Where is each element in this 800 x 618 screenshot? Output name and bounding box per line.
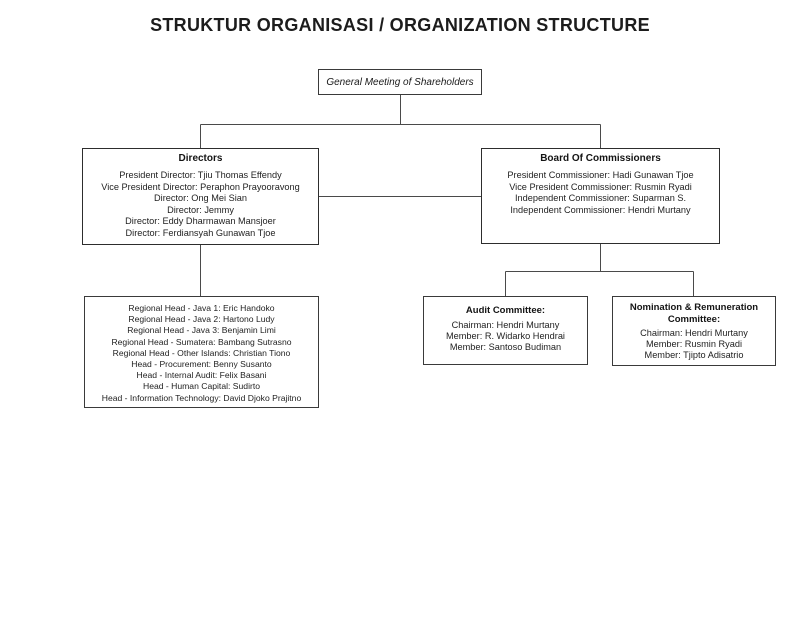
shareholders-label: General Meeting of Shareholders bbox=[326, 76, 474, 88]
member-line: Director: Ferdiansyah Gunawan Tjoe bbox=[125, 227, 276, 238]
member-line: President Director: Tjiu Thomas Effendy bbox=[119, 170, 282, 180]
member-line: Director: Ong Mei Sian bbox=[154, 193, 247, 203]
member-line: Member: R. Widarko Hendrai bbox=[446, 331, 565, 342]
directors-box: Directors President Director: Tjiu Thoma… bbox=[82, 148, 319, 245]
member-line: Head - Procurement: Benny Susanto bbox=[131, 359, 272, 370]
member-line: Regional Head - Sumatera: Bambang Sutras… bbox=[111, 336, 292, 347]
member-line: Vice President Director: Peraphon Prayoo… bbox=[101, 181, 300, 192]
operations-box: Regional Head - Java 1: Eric Handoko Reg… bbox=[84, 296, 319, 408]
commissioners-box: Board Of Commissioners President Commiss… bbox=[481, 148, 720, 244]
member-line: Regional Head - Java 1: Eric Handoko bbox=[128, 303, 275, 313]
member-line: President Commissioner: Hadi Gunawan Tjo… bbox=[507, 170, 694, 180]
audit-committee-box: Audit Committee: Chairman: Hendri Murtan… bbox=[423, 296, 588, 365]
member-line: Vice President Commissioner: Rusmin Ryad… bbox=[509, 181, 692, 192]
directors-title: Directors bbox=[178, 153, 223, 164]
commissioners-title: Board Of Commissioners bbox=[540, 153, 661, 164]
member-line: Member: Rusmin Ryadi bbox=[646, 339, 742, 350]
member-line: Independent Commissioner: Suparman S. bbox=[514, 193, 687, 203]
member-line: Head - Information Technology: David Djo… bbox=[101, 392, 302, 403]
member-line: Independent Commissioner: Hendri Murtany bbox=[510, 204, 691, 215]
audit-committee-title: Audit Committee: bbox=[465, 305, 546, 316]
member-line: Member: Santoso Budiman bbox=[449, 342, 562, 353]
member-line: Regional Head - Java 2: Hartono Ludy bbox=[128, 314, 275, 325]
member-line: Head - Human Capital: Sudirto bbox=[142, 381, 261, 392]
member-line: Regional Head - Other Islands: Christian… bbox=[112, 347, 291, 358]
nomination-committee-title: Nomination & Remuneration Committee: bbox=[629, 302, 759, 325]
member-line: Head - Internal Audit: Felix Basani bbox=[136, 370, 267, 381]
shareholders-box: General Meeting of Shareholders bbox=[318, 69, 482, 95]
page-title: STRUKTUR ORGANISASI / ORGANIZATION STRUC… bbox=[150, 15, 650, 35]
nomination-committee-box: Nomination & Remuneration Committee: Cha… bbox=[612, 296, 776, 366]
member-line: Chairman: Hendri Murtany bbox=[451, 320, 560, 330]
member-line: Regional Head - Java 3: Benjamin Limi bbox=[127, 325, 276, 336]
member-line: Chairman: Hendri Murtany bbox=[640, 328, 748, 338]
member-line: Director: Eddy Dharmawan Mansjoer bbox=[125, 216, 276, 226]
member-line: Member: Tjipto Adisatrio bbox=[644, 350, 744, 361]
member-line: Director: Jemmy bbox=[167, 204, 234, 215]
